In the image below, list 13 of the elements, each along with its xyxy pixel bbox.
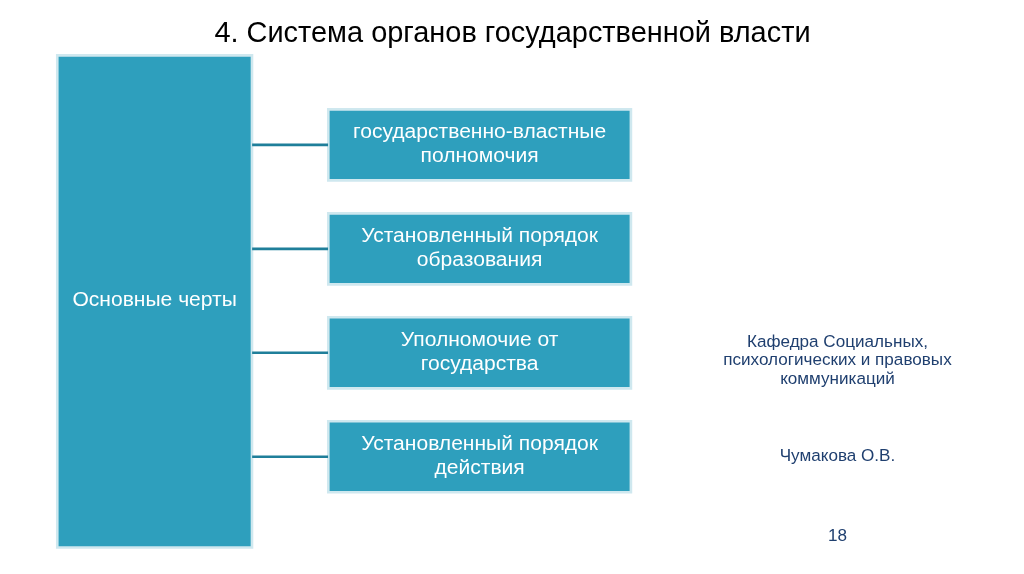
label: Кафедра Социальных, психологических и правовых коммуникаций [722, 331, 952, 388]
connector [251, 455, 328, 459]
connector [251, 247, 328, 251]
node-box: Уполномочие от государства [326, 315, 632, 390]
node-box: Установленный порядок образования [326, 212, 632, 286]
node-box: Установленный порядок действия [326, 419, 632, 494]
node-box: Основные черты [55, 54, 253, 549]
label: 18 [827, 526, 847, 546]
connector [251, 143, 328, 147]
connector [251, 351, 328, 355]
node-box: государственно-властные полномочия [326, 108, 632, 182]
label: Чумакова О.В. [779, 446, 895, 466]
diagram-title: 4. Система органов государственной власти [213, 15, 811, 48]
